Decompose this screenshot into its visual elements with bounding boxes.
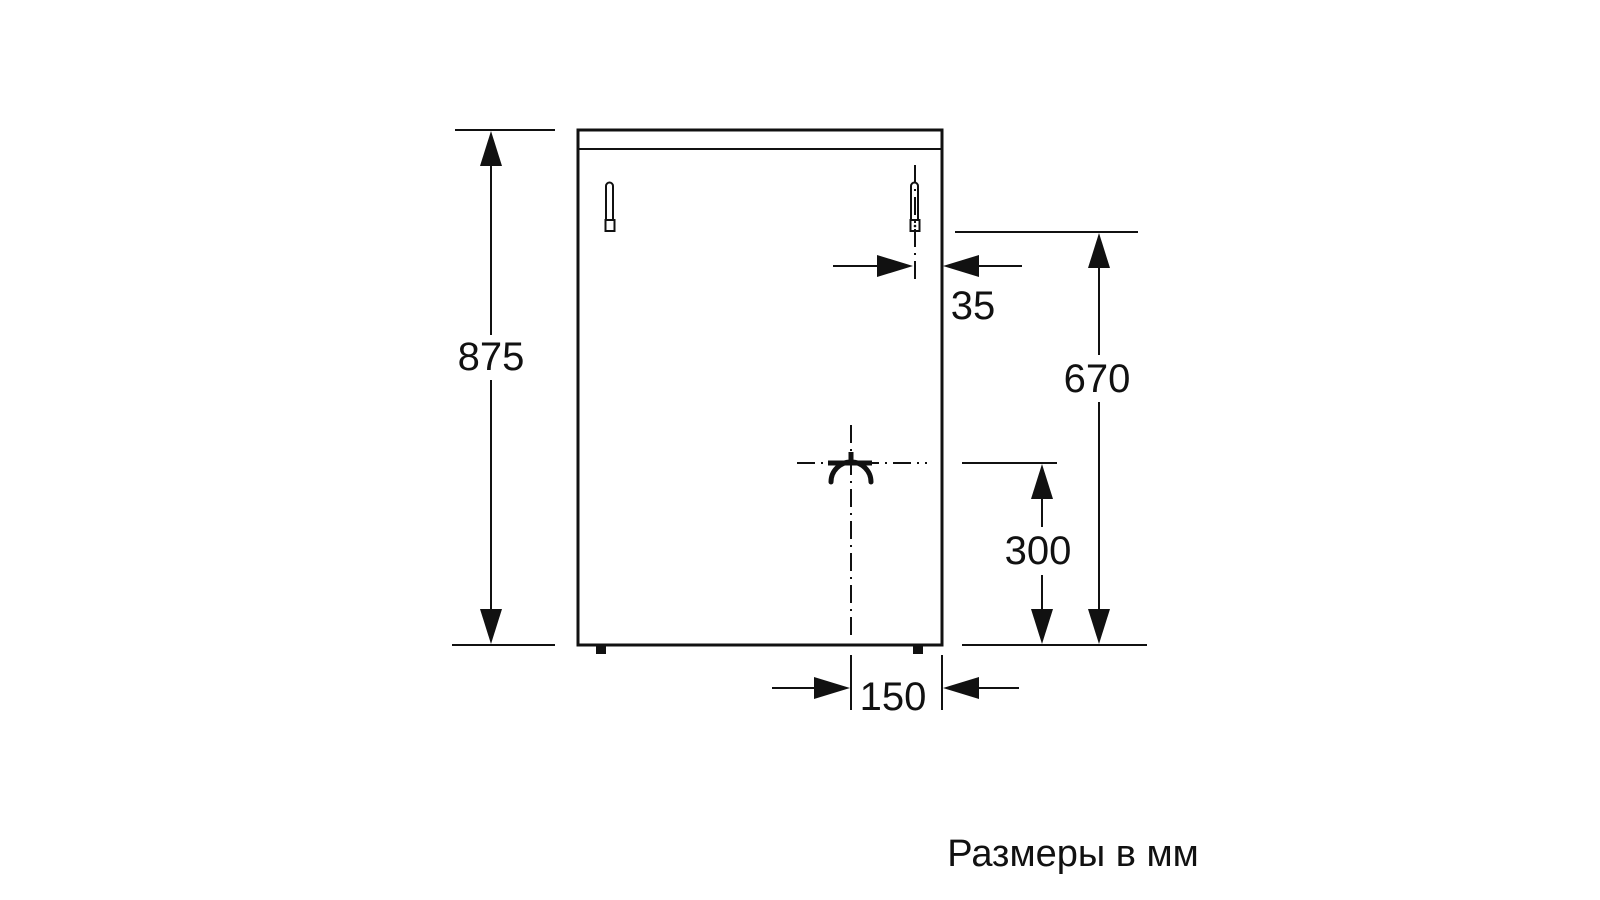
units-caption: Размеры в мм	[947, 833, 1198, 875]
dimension-label-150: 150	[860, 675, 927, 719]
dimension-label-35: 35	[951, 284, 996, 328]
dimension-875: 875	[452, 129, 555, 646]
left-foot	[596, 645, 606, 654]
right-hook-icon	[909, 165, 921, 285]
dimension-300: 300	[962, 462, 1072, 644]
dimension-label-875: 875	[458, 335, 525, 379]
dimension-670: 670	[955, 231, 1147, 646]
appliance-outline	[576, 128, 944, 654]
left-hook-icon	[604, 181, 616, 232]
dimension-label-670: 670	[1064, 357, 1131, 401]
dimension-35: 35	[833, 255, 1022, 328]
dimension-label-300: 300	[1005, 529, 1072, 573]
drain-connection-icon	[797, 425, 927, 640]
right-foot	[913, 645, 923, 654]
dimension-150: 150	[772, 655, 1019, 719]
